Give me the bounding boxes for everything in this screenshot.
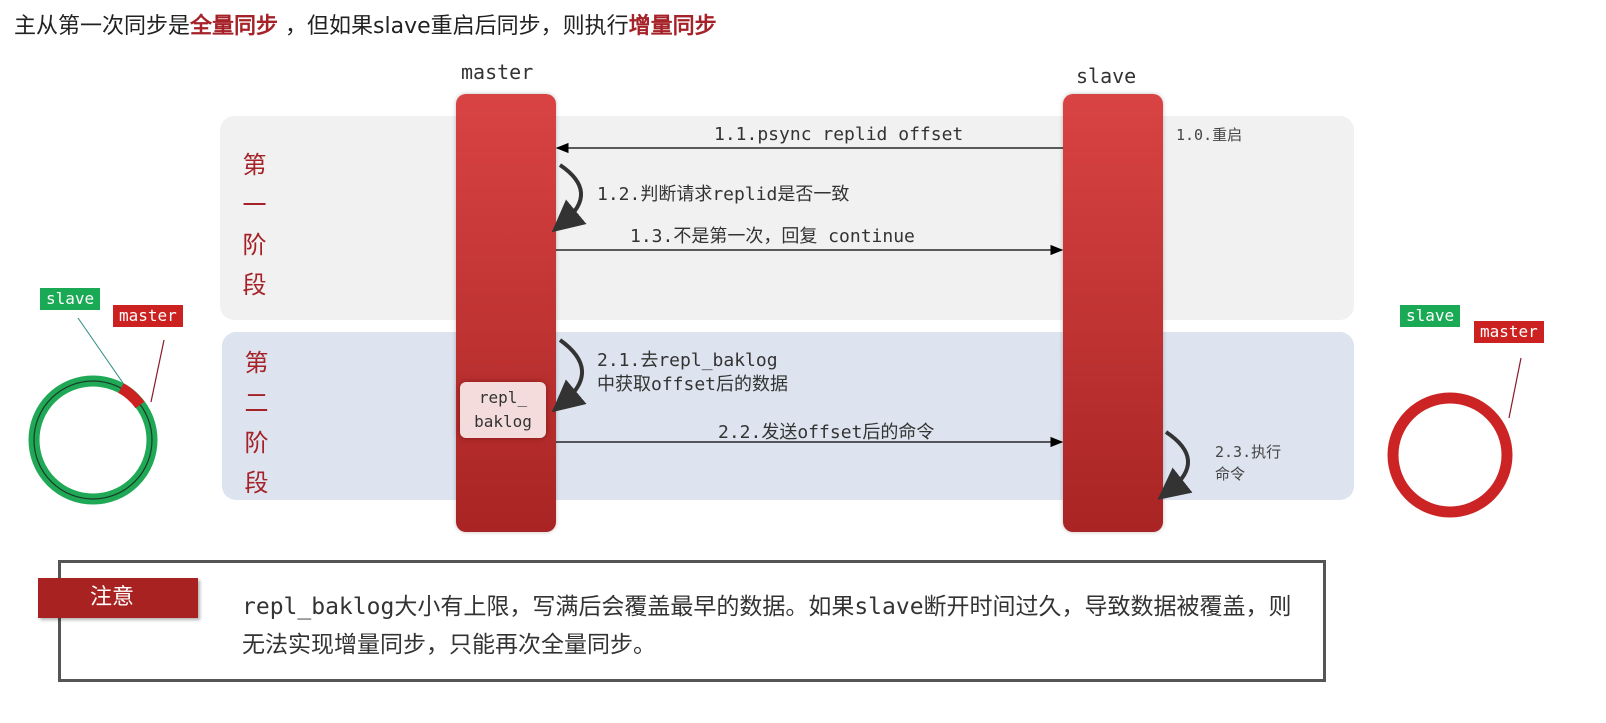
left-master-pointer	[150, 339, 165, 403]
step-2-1-line: 中获取offset后的数据	[597, 374, 789, 395]
baklog-line: repl_	[478, 388, 528, 407]
title-highlight-full-sync: 全量同步	[190, 14, 279, 39]
step-2-3-label: 2.3.执行命令	[1215, 441, 1281, 485]
self-loop-2-1	[551, 338, 587, 413]
left-ring-master-segment	[118, 383, 145, 409]
title-text: 主从第一次同步是	[14, 14, 191, 39]
right-master-pointer	[1508, 357, 1522, 419]
note-box	[58, 560, 1326, 682]
step-1-1-label: 1.1.psync replid offset	[714, 124, 964, 145]
phase-1-panel	[220, 116, 1354, 320]
right-ring	[1387, 392, 1513, 518]
step-1-2-label: 1.2.判断请求replid是否一致	[597, 184, 850, 205]
step-2-3-line: 2.3.执行	[1215, 443, 1282, 461]
step-2-1-label: 2.1.去repl_baklog 中获取offset后的数据	[597, 349, 788, 397]
page-title: 主从第一次同步是全量同步 ，但如果slave重启后同步，则执行增量同步	[14, 8, 717, 40]
step-2-3-line: 命令	[1215, 465, 1246, 483]
title-highlight-incremental-sync: 增量同步	[628, 14, 717, 39]
step-1-0-label: 1.0.重启	[1176, 126, 1243, 144]
step-2-1-line: 2.1.去repl_baklog	[597, 350, 778, 371]
note-text: repl_baklog大小有上限，写满后会覆盖最早的数据。如果slave断开时间…	[242, 594, 1292, 658]
left-ring-inner-line	[33, 380, 153, 500]
self-loop-2-3	[1157, 430, 1193, 500]
slave-header: slave	[1076, 64, 1137, 88]
note-tag: 注意	[38, 578, 198, 618]
slave-lifeline	[1063, 94, 1163, 532]
right-slave-tag: slave	[1400, 305, 1461, 327]
title-text-2: ，但如果slave重启后同步，则执行	[278, 14, 629, 39]
left-slave-pointer	[77, 317, 124, 384]
repl-baklog-box: repl_baklog	[460, 382, 546, 438]
master-header: master	[461, 60, 534, 84]
master-lifeline	[456, 94, 556, 532]
self-loop-1-2	[551, 163, 587, 233]
left-master-tag: master	[113, 305, 183, 327]
left-slave-tag: slave	[40, 288, 101, 310]
phase-1-label: 第一阶段	[238, 152, 266, 312]
right-master-tag: master	[1474, 321, 1544, 343]
baklog-line: baklog	[474, 412, 532, 431]
step-1-3-label: 1.3.不是第一次，回复 continue	[630, 226, 915, 247]
step-2-2-label: 2.2.发送offset后的命令	[718, 422, 935, 443]
phase-2-label: 第二阶段	[240, 350, 268, 510]
